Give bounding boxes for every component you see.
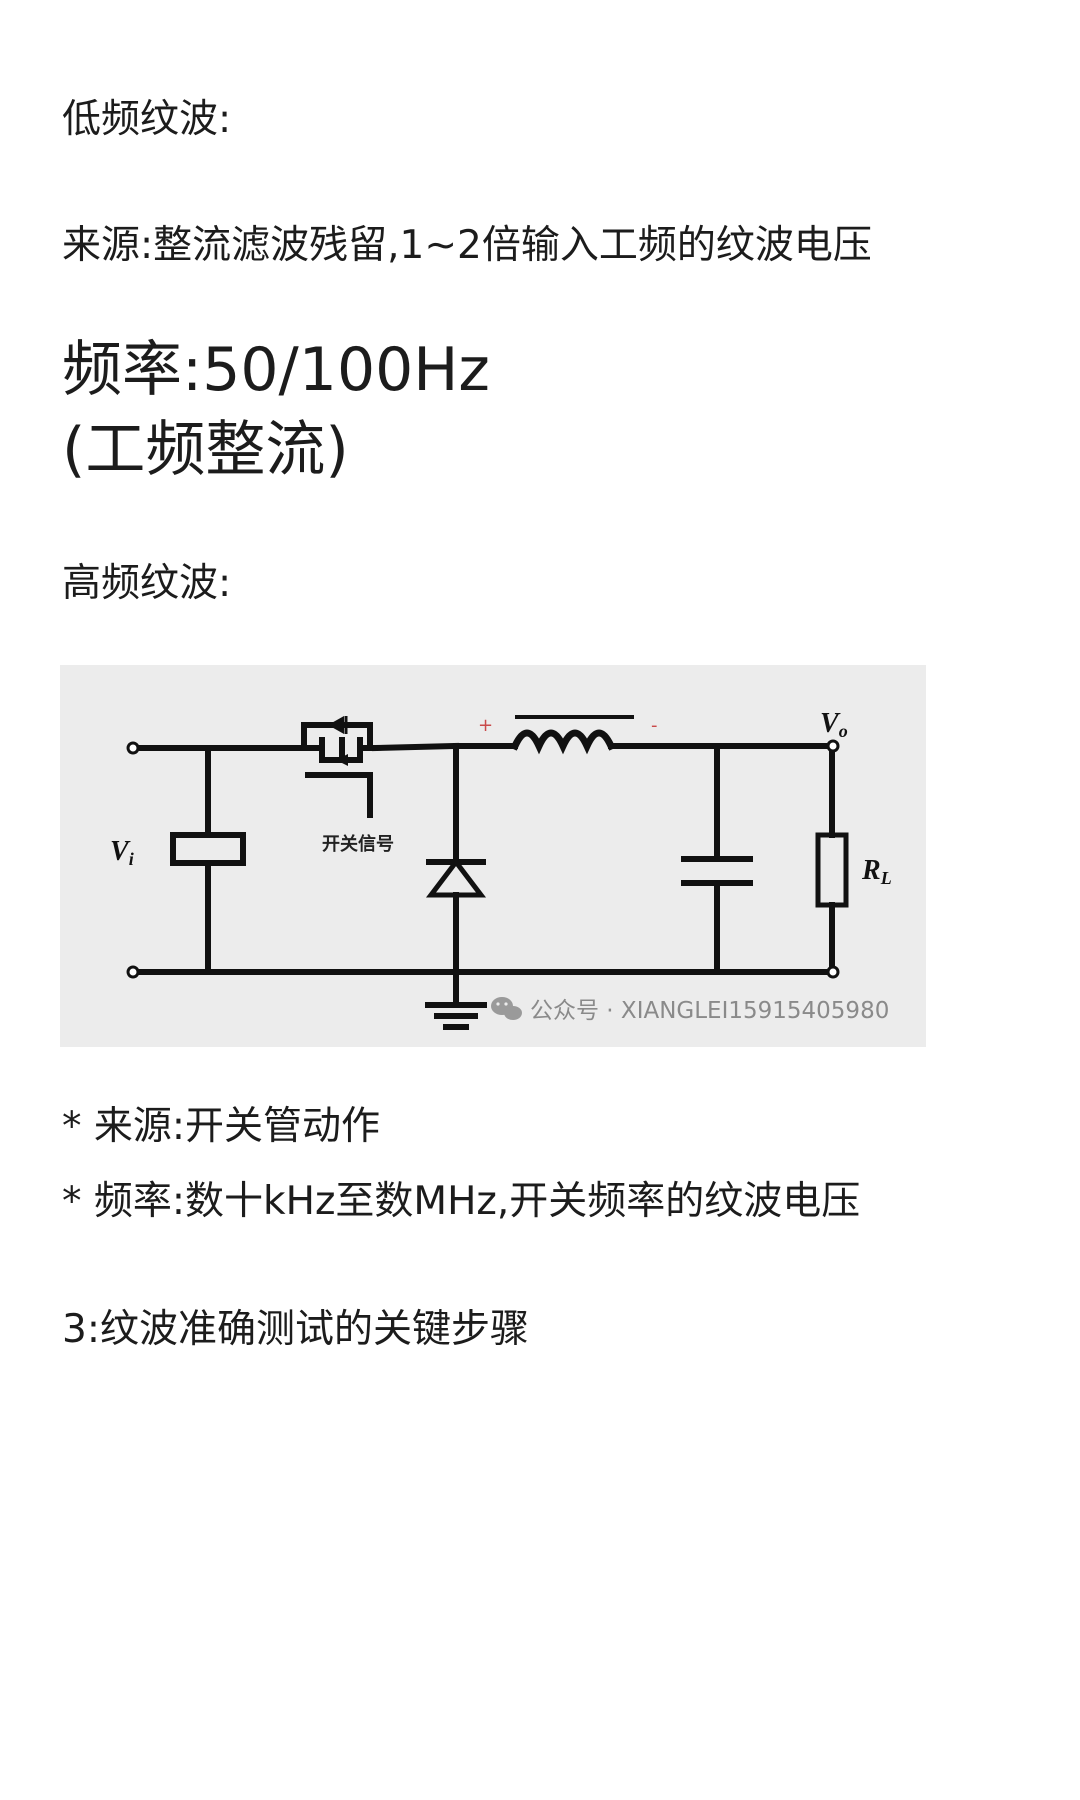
terminal-out-top <box>826 739 840 753</box>
high-freq-frequency: * 频率:数十kHz至数MHz,开关频率的纹波电压 <box>62 1179 861 1224</box>
low-freq-heading: 低频纹波: <box>62 97 232 142</box>
vi-label: Vi <box>110 836 134 869</box>
low-freq-frequency-value: 频率:50/100Hz <box>62 335 490 405</box>
wire-top-mid <box>371 742 460 752</box>
input-source <box>170 832 246 866</box>
low-freq-frequency: 频率:50/100Hz (工频整流) <box>62 330 490 490</box>
polarity-minus: - <box>651 715 658 736</box>
watermark-text: 公众号 · XIANGLEI15915405980 <box>530 998 889 1024</box>
section-3-heading: 3:纹波准确测试的关键步骤 <box>62 1307 529 1352</box>
high-freq-source: * 来源:开关管动作 <box>62 1104 381 1149</box>
diode-anode <box>425 857 487 898</box>
switch-signal-label: 开关信号 <box>322 833 394 855</box>
low-freq-frequency-note: (工频整流) <box>62 415 349 485</box>
low-freq-source: 来源:整流滤波残留,1~2倍输入工频的纹波电压 <box>62 223 872 268</box>
polarity-plus: + <box>478 715 493 736</box>
buck-circuit-diagram: Vi Vo RL 开关信号 + - 公众号 · XIANGLEI15915405… <box>110 708 892 1030</box>
high-freq-heading: 高频纹波: <box>62 561 232 606</box>
mosfet-switch <box>301 722 378 818</box>
mosfet-arrow <box>336 754 348 766</box>
mosfet-body-diode <box>328 716 344 734</box>
ground-symbol <box>425 1002 487 1030</box>
load-resistor <box>815 832 849 908</box>
terminal-in-top <box>126 741 140 755</box>
terminal-out-bottom <box>826 965 840 979</box>
rl-label: RL <box>861 855 892 888</box>
wechat-icon <box>491 997 522 1020</box>
terminal-in-bottom <box>126 965 140 979</box>
buck-circuit-figure: Vi Vo RL 开关信号 + - 公众号 · XIANGLEI15915405… <box>60 665 926 1047</box>
vo-label: Vo <box>820 708 848 741</box>
inductor <box>510 729 616 755</box>
